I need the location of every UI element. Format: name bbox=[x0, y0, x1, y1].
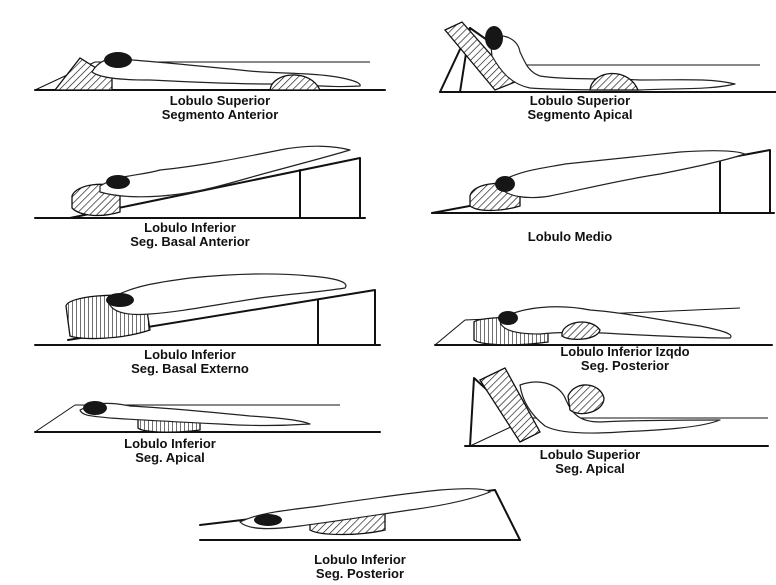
figure-lobulo-medio bbox=[432, 150, 774, 213]
caption-line-2: Segmento Anterior bbox=[100, 108, 340, 122]
caption-inferior-basal-externo: Lobulo Inferior Seg. Basal Externo bbox=[70, 348, 310, 376]
caption-inferior-izqdo-posterior: Lobulo Inferior Izqdo Seg. Posterior bbox=[500, 345, 750, 373]
caption-lobulo-medio: Lobulo Medio bbox=[460, 230, 680, 244]
caption-line-2: Seg. Basal Externo bbox=[70, 362, 310, 376]
caption-line-1: Lobulo Inferior bbox=[50, 437, 290, 451]
caption-line-1: Lobulo Medio bbox=[460, 230, 680, 244]
figure-inferior-basal-externo bbox=[35, 274, 380, 345]
caption-line-2: Seg. Basal Anterior bbox=[70, 235, 310, 249]
figure-inferior-posterior bbox=[200, 489, 520, 540]
caption-inferior-basal-anterior: Lobulo Inferior Seg. Basal Anterior bbox=[70, 221, 310, 249]
caption-line-2: Seg. Posterior bbox=[240, 567, 480, 581]
caption-line-1: Lobulo Inferior Izqdo bbox=[500, 345, 750, 359]
caption-line-1: Lobulo Superior bbox=[100, 94, 340, 108]
figure-superior-apical-seated bbox=[440, 22, 776, 92]
caption-superior-anterior: Lobulo Superior Segmento Anterior bbox=[100, 94, 340, 122]
caption-inferior-apical: Lobulo Inferior Seg. Apical bbox=[50, 437, 290, 465]
caption-line-1: Lobulo Superior bbox=[470, 448, 710, 462]
caption-superior-apical-seated: Lobulo Superior Segmento Apical bbox=[460, 94, 700, 122]
caption-line-2: Seg. Apical bbox=[470, 462, 710, 476]
caption-line-1: Lobulo Inferior bbox=[240, 553, 480, 567]
caption-inferior-posterior: Lobulo Inferior Seg. Posterior bbox=[240, 553, 480, 581]
caption-line-2: Seg. Posterior bbox=[500, 359, 750, 373]
caption-line-2: Segmento Apical bbox=[460, 108, 700, 122]
caption-line-1: Lobulo Inferior bbox=[70, 348, 310, 362]
caption-line-2: Seg. Apical bbox=[50, 451, 290, 465]
caption-superior-apical-leaning: Lobulo Superior Seg. Apical bbox=[470, 448, 710, 476]
figure-inferior-apical bbox=[35, 401, 380, 432]
caption-line-1: Lobulo Superior bbox=[460, 94, 700, 108]
figure-inferior-basal-anterior bbox=[35, 146, 365, 218]
figure-superior-anterior bbox=[35, 52, 385, 90]
figure-superior-apical-leaning bbox=[465, 368, 768, 446]
figure-inferior-izqdo-posterior bbox=[435, 307, 772, 345]
caption-line-1: Lobulo Inferior bbox=[70, 221, 310, 235]
